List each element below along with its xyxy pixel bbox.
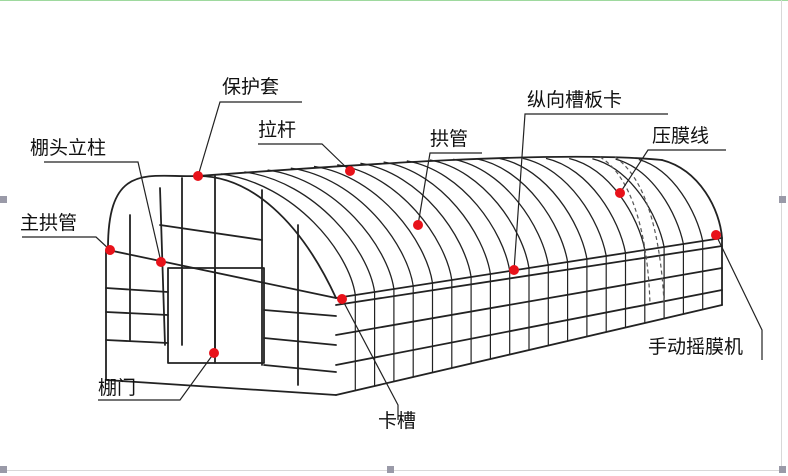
roof-arch <box>383 161 492 275</box>
front-rail <box>105 287 169 293</box>
roof-arch <box>429 159 530 269</box>
resize-handle-right[interactable] <box>779 196 786 203</box>
frame-top-border <box>0 0 788 1</box>
leader-pengtou <box>44 161 162 263</box>
leader-lagan <box>258 143 351 172</box>
label-shoudong: 手动摇膜机 <box>648 336 744 358</box>
marker-gongguan <box>413 220 423 230</box>
roof-arch <box>545 157 627 254</box>
roof-arch <box>499 157 588 260</box>
side-posts <box>354 241 704 391</box>
marker-pengtou <box>156 257 166 267</box>
film-press-line <box>614 156 665 303</box>
leader-zongxiang <box>513 113 668 271</box>
resize-handle-left[interactable] <box>0 196 7 203</box>
roof-arch <box>244 171 376 293</box>
roof-arches <box>221 157 704 296</box>
marker-zhugong <box>105 245 115 255</box>
roof-arch <box>267 169 395 290</box>
roof-arch <box>313 165 434 284</box>
frame-right-border <box>781 0 782 470</box>
leader-zhugong <box>22 236 111 251</box>
greenhouse-structure <box>105 155 723 396</box>
marker-yamoxian <box>615 188 625 198</box>
label-lagan: 拉杆 <box>258 119 297 141</box>
door-frame <box>167 267 265 364</box>
resize-handle-bottom-left[interactable] <box>0 466 7 473</box>
label-kacao: 卡槽 <box>378 410 417 432</box>
front-arch-inner <box>105 249 337 396</box>
roof-arch <box>337 164 453 281</box>
roof-arch <box>476 158 569 263</box>
film-press-lines <box>599 156 665 306</box>
label-baohutao: 保护套 <box>222 76 280 98</box>
label-pengtou: 棚头立柱 <box>30 137 107 159</box>
marker-lagan <box>345 166 355 176</box>
front-rail <box>263 337 337 346</box>
front-rail <box>263 309 337 317</box>
leader-kacao <box>341 298 399 420</box>
label-pengmen: 棚门 <box>98 377 137 399</box>
front-rail <box>105 311 169 316</box>
roof-arch <box>453 158 549 266</box>
marker-baohutao <box>193 171 203 181</box>
label-zongxiang: 纵向槽板卡 <box>527 89 623 111</box>
roof-arch <box>221 173 356 296</box>
leader-lines <box>22 101 763 420</box>
roof-arch <box>360 162 472 278</box>
leader-pengmen <box>98 352 215 401</box>
roof-arch <box>290 167 414 287</box>
leader-shoudong <box>715 234 763 360</box>
label-gongguan: 拱管 <box>430 128 469 150</box>
leader-gongguan <box>417 152 482 226</box>
leader-baohutao <box>197 101 302 177</box>
front-rail <box>107 249 337 299</box>
marker-pengmen <box>209 348 219 358</box>
marker-kacao <box>337 294 347 304</box>
front-rail <box>159 224 263 241</box>
roof-arch <box>406 160 511 272</box>
roof-arch <box>615 158 685 245</box>
front-rail <box>263 364 337 373</box>
marker-zongxiang <box>509 265 519 275</box>
marker-shoudong <box>711 230 721 240</box>
point-markers <box>105 166 721 358</box>
roof-arch <box>638 158 704 242</box>
front-rail <box>105 339 169 344</box>
film-press-line <box>599 156 651 306</box>
back-arch <box>661 159 723 306</box>
resize-handle-bottom-right[interactable] <box>779 466 786 473</box>
ridge-line <box>197 155 663 177</box>
label-zhugong: 主拱管 <box>20 212 78 234</box>
roof-arch <box>592 158 665 248</box>
roof-arch <box>522 157 607 257</box>
leader-yamoxian <box>619 149 726 194</box>
label-yamoxian: 压膜线 <box>652 125 710 147</box>
resize-handle-bottom[interactable] <box>387 466 394 473</box>
